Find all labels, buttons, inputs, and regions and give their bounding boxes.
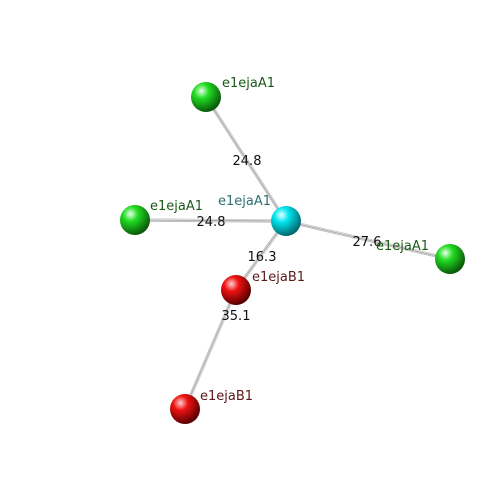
edge-line-left-center (134, 220, 286, 223)
edge-line-center-right (286, 219, 451, 259)
atom-label-red-mid: e1ejaB1 (252, 270, 305, 285)
edge-line-red-mid-red-low (185, 290, 238, 410)
node-labels-layer: e1ejaA1 e1ejaA1 e1ejaA1 e1ejaA1 e1ejaB1 e1eja… (150, 76, 429, 404)
atom-node-left[interactable] (120, 205, 150, 235)
atom-label-right: e1ejaA1 (376, 239, 429, 254)
edge-line-top-center (205, 96, 287, 222)
atom-node-center[interactable] (271, 206, 301, 236)
atom-node-red-mid[interactable] (221, 275, 251, 305)
edge-line-top-center (204, 97, 286, 222)
edge-distance-label: 27.6 (353, 235, 382, 250)
edge-distance-label: 35.1 (222, 309, 251, 324)
atom-node-top[interactable] (191, 82, 221, 112)
edge-distance-label: 16.3 (248, 250, 277, 265)
atom-label-left: e1ejaA1 (150, 199, 203, 214)
edge-distance-label: 24.8 (233, 154, 262, 169)
atom-label-top: e1ejaA1 (222, 76, 275, 91)
atom-label-center: e1ejaA1 (218, 194, 271, 209)
atom-label-red-low: e1ejaB1 (200, 389, 253, 404)
edge-line-left-center (134, 219, 287, 222)
edge-line-red-mid-red-low (184, 289, 237, 410)
edge-line-left-center (135, 218, 287, 221)
edge-line-center-right (285, 221, 450, 261)
edge-line-top-center (206, 96, 288, 221)
edge-distance-label: 24.8 (197, 215, 226, 230)
atom-node-red-low[interactable] (170, 394, 200, 424)
edge-line-center-right (285, 220, 451, 260)
nodes-layer (120, 82, 465, 424)
atom-node-right[interactable] (435, 244, 465, 274)
edge-labels-layer: 24.8 24.8 27.6 16.3 35.1 (197, 154, 382, 324)
edge-line-red-mid-red-low (183, 289, 236, 409)
